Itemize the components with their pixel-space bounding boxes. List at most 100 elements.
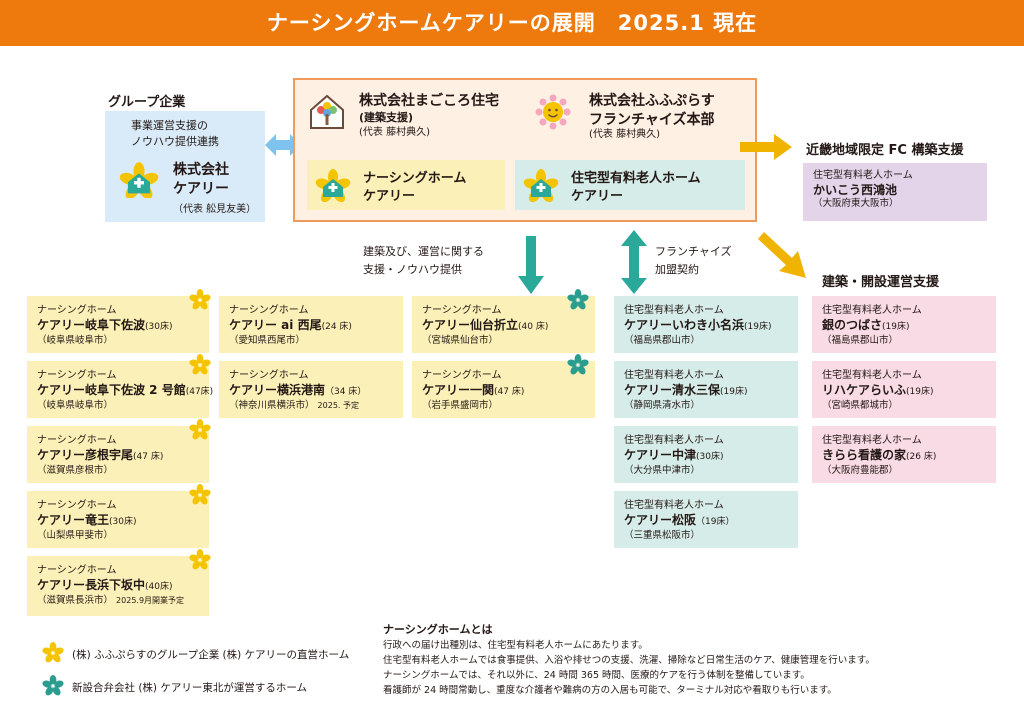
home-beds: (24 床) xyxy=(321,322,352,332)
co2-name-2: フランチャイズ本部 xyxy=(589,112,715,128)
home-beds: (47床) xyxy=(185,387,214,397)
home-beds: (30床) xyxy=(109,517,137,527)
home-name: ケアリー一関 xyxy=(422,383,495,397)
home-name: ケアリー彦根宇尾 xyxy=(37,448,134,462)
home-type: ナーシングホーム xyxy=(37,435,117,446)
home-type: ナーシングホーム xyxy=(229,305,309,316)
home-name: ケアリー松阪 xyxy=(624,513,697,527)
yellow-flower-icon xyxy=(189,419,211,441)
home-location: （三重県松阪市） xyxy=(624,530,701,541)
careely-logo-icon xyxy=(119,162,159,198)
build-support-line1: 建築及び、運営に関する xyxy=(363,245,484,258)
home-name: ケアリー仙台折立 xyxy=(422,318,519,332)
home-beds: （19床） xyxy=(696,517,735,527)
group-company-box: 事業運営支援の ノウハウ提供連携 株式会社 ケアリー （代表 舩見友美） xyxy=(105,111,265,222)
home-location: （愛知県西尾市） xyxy=(229,335,306,346)
home-card: 住宅型有料老人ホーム ケアリーいわき小名浜(19床) （福島県郡山市） xyxy=(614,296,798,353)
legend-teal: 新設合弁会社 (株) ケアリー東北が運営するホーム xyxy=(72,682,308,694)
home-name: 銀のつばさ xyxy=(822,318,883,332)
home-beds: (47 床) xyxy=(133,452,164,462)
diagonal-arrow-icon xyxy=(758,232,806,278)
home-card: 住宅型有料老人ホーム リハケアらいふ(19床) （宮崎県都城市） xyxy=(812,361,996,418)
home-card: 住宅型有料老人ホーム ケアリー中津(30床) （大分県中津市） xyxy=(614,426,798,483)
home-type: 住宅型有料老人ホーム xyxy=(624,305,724,316)
about-body: 行政への届け出種別は、住宅型有料老人ホームにあたります。 住宅型有料老人ホームで… xyxy=(383,638,875,698)
teal-flower-icon xyxy=(42,675,64,697)
home-type: ナーシングホーム xyxy=(37,565,117,576)
careely-logo-icon xyxy=(315,169,351,202)
home-type: ナーシングホーム xyxy=(37,370,117,381)
teal-flower-icon xyxy=(567,289,589,311)
home-beds: (26 床) xyxy=(906,452,937,462)
fc-contract-line1: フランチャイズ xyxy=(655,245,732,258)
about-heading: ナーシングホームとは xyxy=(383,623,493,636)
legend-yellow: (株) ふふぷらすのグループ企業 (株) ケアリーの直営ホーム xyxy=(72,649,350,661)
brand2-line1: 住宅型有料老人ホーム xyxy=(571,171,701,186)
group-desc-1: 事業運営支援の xyxy=(131,119,208,132)
yellow-flower-icon xyxy=(189,354,211,376)
home-beds: （34 床） xyxy=(325,387,367,397)
home-card: ナーシングホーム ケアリー ai 西尾(24 床) （愛知県西尾市） xyxy=(219,296,403,353)
co1-sub: (建築支援) xyxy=(359,111,414,124)
right-arrow-icon xyxy=(740,134,792,160)
kinki-location: （大阪府東大阪市） xyxy=(813,198,899,209)
down-arrow-icon xyxy=(518,236,544,294)
co1-rep: (代表 藤村典久) xyxy=(359,127,430,138)
double-arrow-icon xyxy=(265,134,301,156)
kinki-heading: 近畿地域限定 FC 構築支援 xyxy=(806,143,964,158)
brand-residential-home: 住宅型有料老人ホーム ケアリー xyxy=(515,160,745,210)
co1-name: 株式会社まごころ住宅 xyxy=(359,93,499,109)
home-type: ナーシングホーム xyxy=(422,370,502,381)
yellow-flower-icon xyxy=(189,289,211,311)
kinki-name: かいこう西鴻池 xyxy=(813,183,898,197)
about-line: 行政への届け出種別は、住宅型有料老人ホームにあたります。 xyxy=(383,640,648,651)
home-card: 住宅型有料老人ホーム 銀のつばさ(19床) （福島県郡山市） xyxy=(812,296,996,353)
home-card: ナーシングホーム ケアリー一関(47 床) （岩手県盛岡市） xyxy=(412,361,595,418)
yellow-flower-icon xyxy=(189,484,211,506)
about-line: 住宅型有料老人ホームでは食事提供、入浴や排せつの支援、洗濯、掃除など日常生活のケ… xyxy=(383,655,875,666)
home-location: （滋賀県彦根市） xyxy=(37,465,114,476)
home-beds: (40床) xyxy=(145,582,173,592)
home-beds: (30床) xyxy=(696,452,724,462)
home-card: ナーシングホーム ケアリー岐阜下佐波(30床) （岐阜県岐阜市） xyxy=(27,296,209,353)
group-name-1: 株式会社 xyxy=(173,162,229,178)
home-name: ケアリー中津 xyxy=(624,448,697,462)
home-name: ケアリー長浜下坂中 xyxy=(37,578,146,592)
home-type: 住宅型有料老人ホーム xyxy=(624,435,724,446)
home-location: （岐阜県岐阜市） xyxy=(37,335,114,346)
home-type: 住宅型有料老人ホーム xyxy=(822,305,922,316)
home-card: ナーシングホーム ケアリー竜王(30床) （山梨県甲斐市） xyxy=(27,491,209,548)
home-card: ナーシングホーム ケアリー岐阜下佐波 2 号館(47床) （岐阜県岐阜市） xyxy=(27,361,213,418)
home-card: ナーシングホーム ケアリー横浜港南（34 床） （神奈川県横浜市） 2025. … xyxy=(219,361,403,418)
home-location: （岐阜県岐阜市） xyxy=(37,400,114,411)
careely-logo-icon xyxy=(523,169,559,202)
home-beds: (19床) xyxy=(906,387,934,397)
yellow-flower-icon xyxy=(42,642,64,664)
home-opening-note: 2025. 予定 xyxy=(317,401,359,410)
up-down-arrow-icon xyxy=(621,230,647,294)
home-type: ナーシングホーム xyxy=(229,370,309,381)
kinki-type: 住宅型有料老人ホーム xyxy=(813,170,913,181)
home-card: 住宅型有料老人ホーム ケアリー松阪（19床） （三重県松阪市） xyxy=(614,491,798,548)
home-beds: (19床) xyxy=(720,387,748,397)
home-type: ナーシングホーム xyxy=(37,500,117,511)
co2-rep: (代表 藤村典久) xyxy=(589,129,660,140)
brand1-line2: ケアリー xyxy=(363,189,416,204)
page-title: ナーシングホームケアリーの展開 2025.1 現在 xyxy=(0,0,1024,46)
home-name: ケアリー竜王 xyxy=(37,513,110,527)
home-name: ケアリー岐阜下佐波 xyxy=(37,318,146,332)
group-desc-2: ノウハウ提供連携 xyxy=(131,135,219,148)
home-type: ナーシングホーム xyxy=(37,305,117,316)
headquarters-box: 株式会社まごころ住宅 (建築支援) (代表 藤村典久) 株式会社ふふぷらす フラ… xyxy=(293,78,757,222)
brand1-line1: ナーシングホーム xyxy=(363,171,467,186)
dev-support-heading: 建築・開設運営支援 xyxy=(822,275,940,290)
house-tree-icon xyxy=(310,94,344,129)
group-rep: （代表 舩見友美） xyxy=(173,204,257,215)
home-location: （福島県郡山市） xyxy=(624,335,701,346)
about-line: ナーシングホームでは、それ以外に、24 時間 365 時間、医療的ケアを行う体制… xyxy=(383,670,810,681)
home-beds: (40 床) xyxy=(518,322,549,332)
brand2-line2: ケアリー xyxy=(571,189,624,204)
home-location: （静岡県清水市） xyxy=(624,400,701,411)
home-beds: (30床) xyxy=(145,322,173,332)
home-beds: (19床) xyxy=(744,322,772,332)
